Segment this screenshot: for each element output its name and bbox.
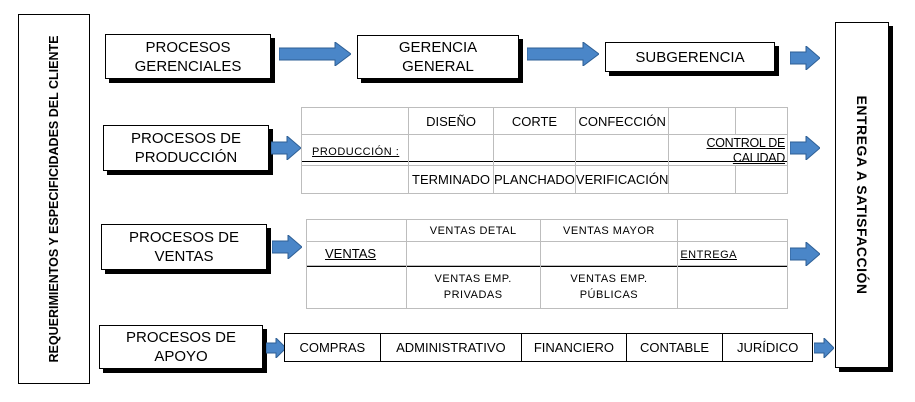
production-step: DISEÑO: [408, 107, 494, 135]
production-processes-label: PROCESOS DE PRODUCCIÓN: [130, 130, 242, 166]
support-area: JURÍDICO: [736, 340, 799, 355]
delivery-label: ENTREGA: [677, 241, 788, 266]
production-step: PLANCHADO: [493, 165, 576, 194]
right-arrow-icon: [790, 46, 820, 70]
processes-management-box: PROCESOS GERENCIALES: [105, 34, 271, 79]
production-step: CONFECCIÓN: [574, 107, 670, 135]
sales-processes-box: PROCESOS DE VENTAS: [101, 224, 267, 270]
client-requirements-label: REQUERIMIENTOS Y ESPECIFICIDADES DEL CLI…: [46, 35, 61, 363]
support-areas-row: COMPRAS ADMINISTRATIVO FINANCIERO CONTAB…: [284, 333, 813, 362]
right-arrow-icon: [527, 42, 599, 66]
production-step: VERIFICACIÓN: [574, 165, 670, 194]
support-processes-label: PROCESOS DE APOYO: [125, 329, 237, 365]
general-management-box: GERENCIA GENERAL: [357, 35, 519, 79]
sales-grid: VENTAS DETAL VENTAS MAYOR VENTAS ENTREGA…: [306, 219, 788, 309]
support-processes-box: PROCESOS DE APOYO: [99, 325, 263, 369]
production-step: TERMINADO: [408, 165, 494, 194]
delivery-satisfaction-box: ENTREGA A SATISFACCIÓN: [835, 22, 889, 368]
support-area: COMPRAS: [285, 334, 381, 361]
processes-management-label: PROCESOS GERENCIALES: [134, 38, 242, 75]
sub-management-label: SUBGERENCIA: [635, 48, 745, 66]
sales-processes-label: PROCESOS DE VENTAS: [128, 229, 240, 265]
sales-channel: VENTAS MAYOR: [539, 219, 679, 242]
support-area: FINANCIERO: [522, 334, 627, 361]
production-step: CORTE: [493, 107, 576, 135]
production-processes-box: PROCESOS DE PRODUCCIÓN: [103, 125, 269, 171]
delivery-satisfaction-label: ENTREGA A SATISFACCIÓN: [854, 95, 871, 295]
general-management-label: GERENCIA GENERAL: [398, 39, 478, 75]
client-requirements-box: REQUERIMIENTOS Y ESPECIFICIDADES DEL CLI…: [18, 14, 90, 384]
right-arrow-icon: [279, 42, 351, 66]
sub-management-box: SUBGERENCIA: [605, 42, 775, 72]
sales-channel: VENTAS DETAL: [405, 219, 541, 242]
quality-control-label: CONTROL DE CALIDAD: [668, 134, 788, 166]
sales-channel: VENTAS EMP. PÚBLICAS: [539, 265, 679, 309]
right-arrow-icon: [271, 136, 301, 160]
right-arrow-icon: [266, 338, 286, 358]
support-area: ADMINISTRATIVO: [381, 334, 523, 361]
sales-channel: VENTAS EMP. PRIVADAS: [405, 265, 541, 309]
support-area: CONTABLE: [627, 334, 724, 361]
right-arrow-icon: [790, 136, 820, 160]
sales-row-label: VENTAS: [306, 241, 407, 266]
right-arrow-icon: [272, 235, 302, 259]
production-grid: DISEÑO CORTE CONFECCIÓN PRODUCCIÓN : CON…: [300, 107, 789, 194]
production-row-label: PRODUCCIÓN :: [300, 134, 410, 166]
right-arrow-icon: [790, 242, 820, 266]
right-arrow-icon: [814, 338, 834, 358]
